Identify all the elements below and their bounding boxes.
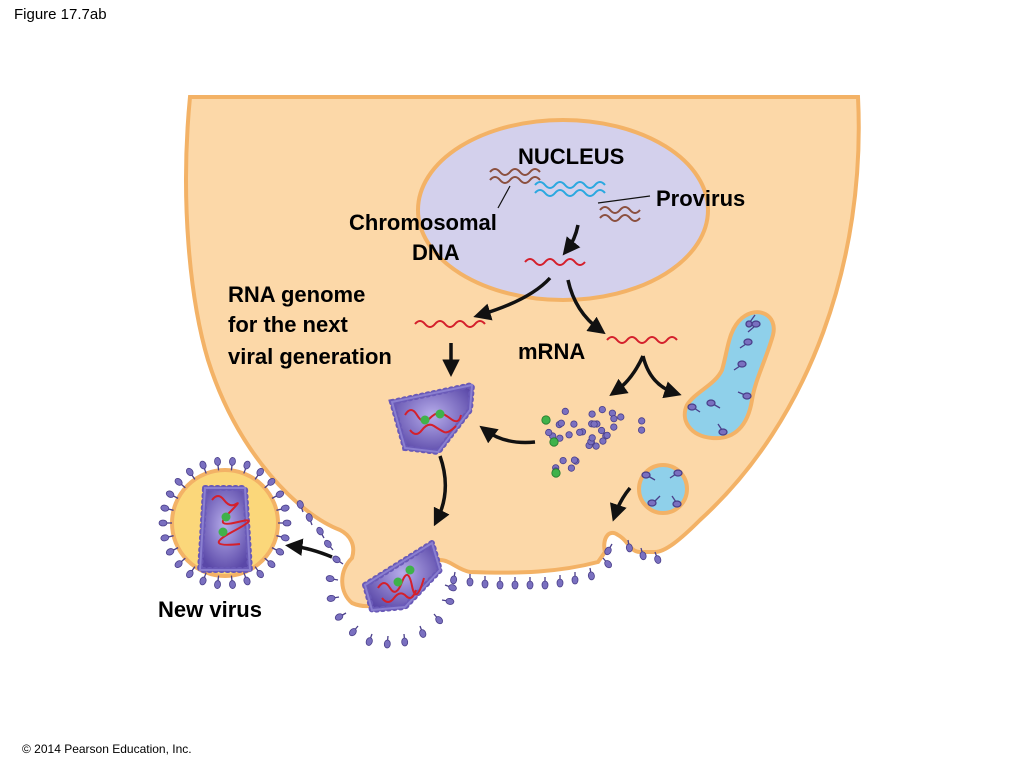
reverse-transcriptase <box>549 437 559 447</box>
arrow-vesicle-to-membrane <box>610 486 632 522</box>
chromosomal-dna-label-line2: DNA <box>412 240 460 265</box>
rna-genome-strand <box>414 320 486 328</box>
capsid-protein <box>603 431 611 439</box>
chromosomal-dna <box>489 168 641 222</box>
capsid-protein <box>559 456 567 465</box>
capsid-protein <box>598 405 606 414</box>
provirus-label: Provirus <box>656 186 745 211</box>
capsid-protein <box>590 420 598 428</box>
capsid-protein <box>588 434 596 442</box>
capsid-protein <box>588 410 596 418</box>
capsid-protein <box>638 417 646 425</box>
copyright-notice: © 2014 Pearson Education, Inc. <box>22 742 192 756</box>
budding-virus <box>361 538 444 614</box>
mrna-strand <box>606 336 678 344</box>
vesicle-proteins <box>641 469 683 508</box>
arrow-bud-to-new-virus <box>285 538 333 559</box>
new-virus-particle <box>158 457 292 589</box>
capsid-protein <box>545 428 553 437</box>
rna-genome-label-line2: for the next <box>228 312 348 337</box>
chromosomal-dna-label-line1: Chromosomal <box>349 210 497 235</box>
chromosomal-dna-pointer <box>497 185 511 209</box>
mrna-label: mRNA <box>518 339 585 364</box>
rna-genome-label-line1: RNA genome <box>228 282 365 307</box>
arrow-proteins-to-capsid <box>479 425 536 445</box>
arrow-capsid-to-bud <box>433 455 450 527</box>
capsid-protein <box>617 413 625 421</box>
capsid-protein <box>556 434 564 442</box>
assembling-capsid <box>388 381 476 456</box>
envelope-glycoprotein-spikes <box>158 457 292 589</box>
arrow-mrna-to-er <box>641 355 682 399</box>
er-membrane-proteins <box>687 314 761 436</box>
new-virus-label: New virus <box>158 597 262 622</box>
reverse-transcriptase <box>551 468 561 478</box>
capsid-protein <box>557 419 565 427</box>
capsid-protein <box>610 415 618 423</box>
membrane-glycoproteins <box>296 500 662 649</box>
capsid-protein <box>599 437 607 445</box>
rna-genome-label-line3: viral generation <box>228 344 392 369</box>
capsid-protein <box>570 456 579 464</box>
capsid-protein <box>561 407 569 415</box>
arrow-mrna-to-proteins <box>609 355 645 397</box>
capsid-protein <box>565 431 573 439</box>
arrow-to-rna-genome <box>473 276 552 321</box>
nucleus <box>416 118 710 302</box>
provirus-dna <box>534 181 606 197</box>
capsid-protein <box>567 464 576 472</box>
capsid-protein <box>610 423 618 431</box>
figure-caption: Figure 17.7ab <box>14 6 107 23</box>
reverse-transcriptase <box>541 415 551 425</box>
arrow-to-mrna <box>566 279 606 335</box>
capsid-protein <box>597 426 606 435</box>
process-arrows <box>285 224 682 559</box>
capsid-protein <box>576 428 584 436</box>
rna-transcript <box>524 258 586 266</box>
capsid-protein <box>637 426 646 434</box>
capsid-proteins <box>541 405 646 478</box>
capsid-protein <box>570 420 578 428</box>
arrow-provirus-to-rna <box>562 224 581 256</box>
provirus-pointer <box>597 195 651 204</box>
nucleus-label: NUCLEUS <box>518 144 624 169</box>
capsid-protein <box>592 442 600 450</box>
